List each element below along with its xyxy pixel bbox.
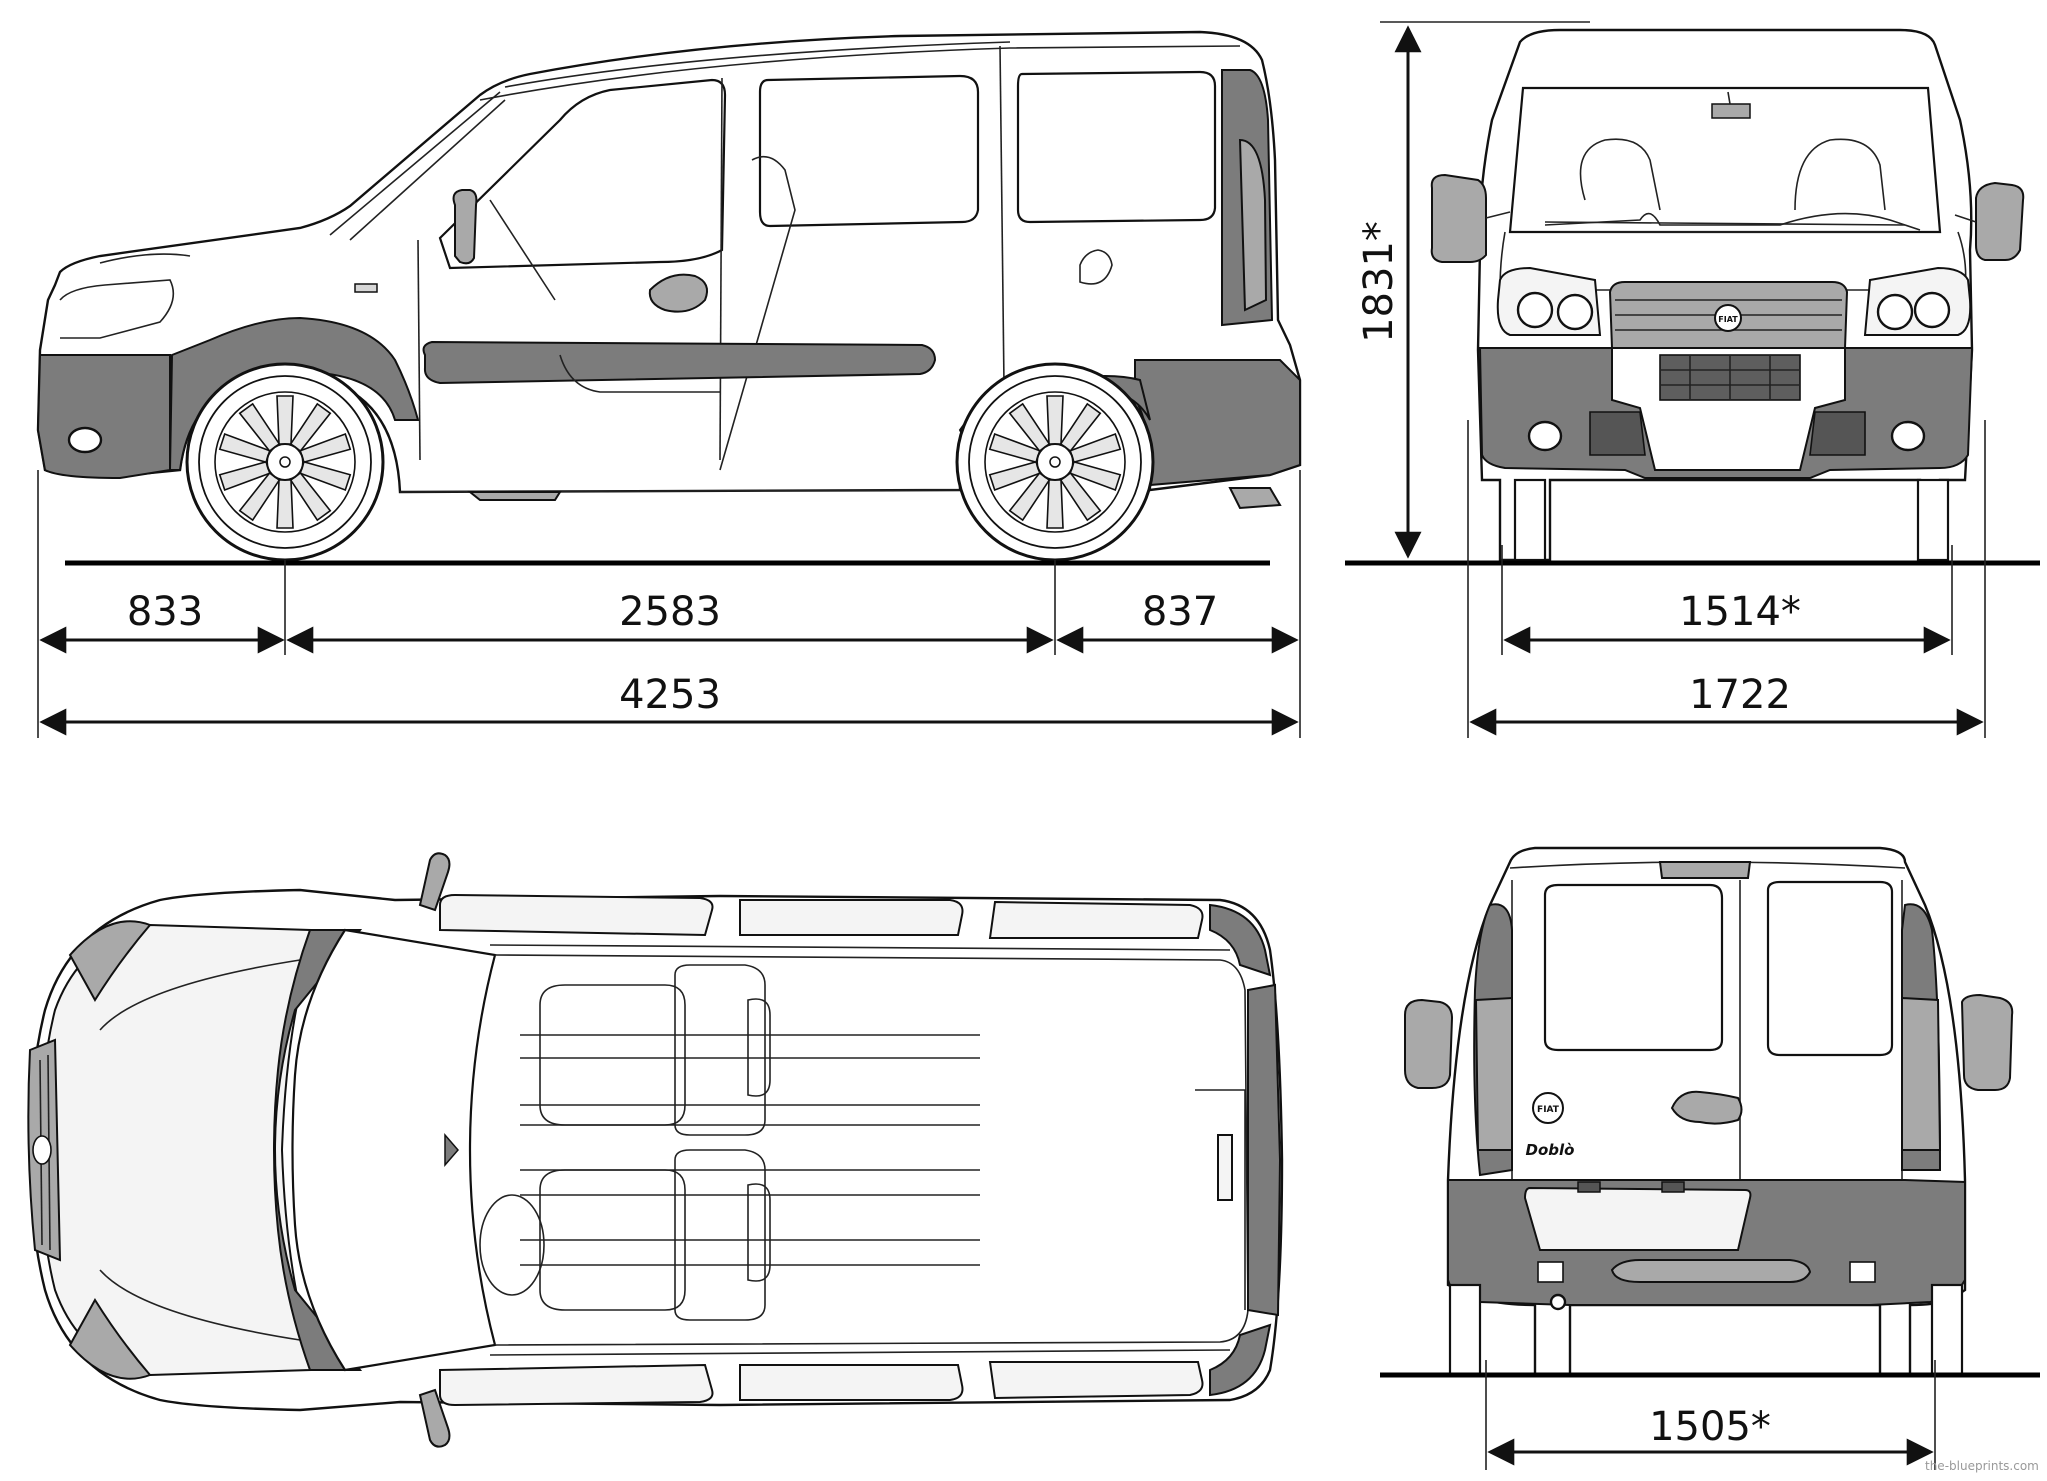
side-view: 833 2583 837 4253 [36,30,1302,738]
dim-overall-width: 1722 [1689,672,1791,718]
rear-wheel [955,362,1155,562]
front-view: FIAT 1831* 1514* 1722 [1345,21,2040,738]
rear-view: FIAT Doblò 1505* [1380,846,2040,1470]
front-wheel [185,362,385,562]
top-view [27,852,1284,1448]
model-script-badge: Doblò [1526,1141,1575,1159]
dim-rear-overhang: 837 [1142,589,1218,635]
watermark: the-blueprints.com [1925,1459,2039,1473]
dim-front-overhang: 833 [127,589,203,635]
dim-overall-length: 4253 [619,672,721,718]
dim-rear-track: 1505* [1649,1404,1771,1450]
dim-front-track: 1514* [1679,589,1801,635]
front-fiat-logo: FIAT [1718,315,1738,324]
dim-wheelbase: 2583 [619,589,721,635]
rear-fiat-logo: FIAT [1537,1105,1560,1115]
dim-height: 1831* [1356,221,1402,343]
